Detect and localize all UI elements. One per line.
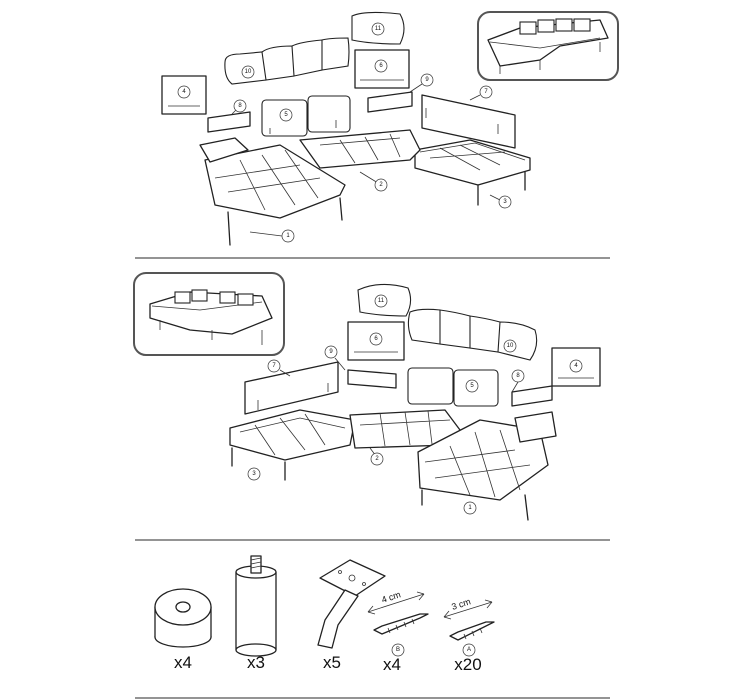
svg-text:4: 4 [182,89,186,95]
callout-11 [371,22,385,36]
lower-diagram: 1 2 3 4 5 6 7 8 9 10 11 [133,272,601,521]
screw-b-quantity: x4 [383,655,401,674]
angled-leg-icon [317,559,386,649]
callout-2 [374,178,388,192]
screw-a-icon: 3 cm [443,596,495,641]
callout-10 [241,65,255,79]
callout-10 [503,339,517,353]
svg-text:8: 8 [516,373,520,379]
svg-text:1: 1 [468,505,472,511]
svg-text:A: A [467,647,471,653]
svg-text:4: 4 [574,363,578,369]
svg-text:6: 6 [374,336,378,342]
callout-1 [281,229,295,243]
svg-text:1: 1 [286,233,290,239]
lower-thumbnail [133,272,285,356]
callout-7 [479,85,493,99]
svg-text:9: 9 [425,77,429,83]
lower-callouts: 1 2 3 4 5 6 7 8 9 10 11 [247,294,583,515]
svg-text:3: 3 [252,471,256,477]
callout-8 [233,99,247,113]
callout-4 [177,85,191,99]
svg-text:5: 5 [470,383,474,389]
svg-text:11: 11 [375,26,382,32]
callout-4 [569,359,583,373]
callout-5 [465,379,479,393]
svg-text:10: 10 [507,343,514,349]
svg-text:2: 2 [375,456,379,462]
callout-6 [374,59,388,73]
svg-text:8: 8 [238,103,242,109]
callout-2 [370,452,384,466]
round-leg-quantity: x3 [247,653,265,672]
foot-cap-icon [154,588,212,648]
screw-a-quantity: x20 [454,655,481,674]
callout-1 [463,501,477,515]
upper-thumbnail [477,11,619,81]
svg-text:7: 7 [484,89,488,95]
callout-3 [247,467,261,481]
svg-text:6: 6 [379,63,383,69]
svg-text:11: 11 [378,298,385,304]
screw-b-icon: 4 cm [367,589,429,635]
upper-sofa [161,11,531,246]
upper-diagram: 1 2 3 4 5 6 7 8 9 10 11 [161,11,619,246]
svg-text:5: 5 [284,112,288,118]
foot-cap-quantity: x4 [174,653,192,672]
screw-a-label [462,643,476,657]
screw-b-label [391,643,405,657]
round-leg-icon [235,555,277,657]
svg-text:7: 7 [272,363,276,369]
callout-9 [420,73,434,87]
upper-callouts: 1 2 3 4 5 6 7 8 9 10 11 [177,22,512,243]
screw-b-length: 4 cm [380,589,402,605]
callout-7 [267,359,281,373]
svg-text:10: 10 [245,69,252,75]
svg-text:3: 3 [503,199,507,205]
callout-9 [324,345,338,359]
svg-text:B: B [396,647,400,653]
svg-text:9: 9 [329,349,333,355]
callout-8 [511,369,525,383]
callout-6 [369,332,383,346]
hardware-list: x4 x3 x5 4 cm B x4 [154,555,495,674]
angled-leg-quantity: x5 [323,653,341,672]
callout-5 [279,108,293,122]
callout-11 [374,294,388,308]
callout-3 [498,195,512,209]
lower-sofa [229,283,601,521]
svg-text:2: 2 [379,182,383,188]
